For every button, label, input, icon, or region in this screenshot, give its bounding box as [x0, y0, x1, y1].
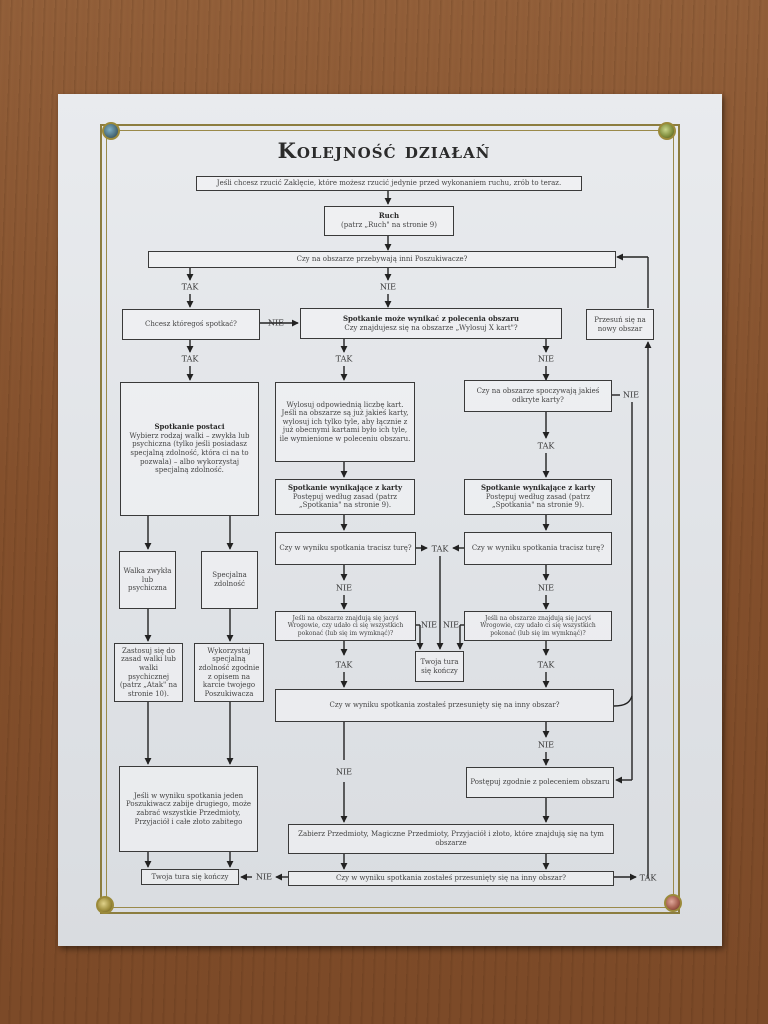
box-text: Czy w wyniku spotkania tracisz turę?	[471, 544, 605, 553]
special-ability-box: Specjalna zdolność	[201, 551, 258, 609]
want-encounter-box: Chcesz któregoś spotkać?	[122, 309, 260, 340]
decorative-frame	[100, 124, 680, 914]
no-label: NIE	[443, 620, 459, 630]
corner-gem-icon	[658, 122, 676, 140]
face-up-cards-box: Czy na obszarze spoczywają jakieś odkryt…	[464, 380, 612, 412]
box-title: Spotkanie postaci	[154, 422, 225, 432]
box-text: Czy w wyniku spotkania tracisz turę?	[279, 544, 412, 553]
lose-turn-left-box: Czy w wyniku spotkania tracisz turę?	[275, 532, 416, 565]
no-label: NIE	[336, 583, 352, 593]
other-investigators-box: Czy na obszarze przebywają inni Poszukiw…	[148, 251, 616, 268]
no-label: NIE	[421, 620, 437, 630]
box-text: Jeśli chcesz rzucić Zaklęcie, które może…	[216, 179, 562, 188]
box-text: Zabierz Przedmioty, Magiczne Przedmioty,…	[298, 830, 604, 847]
yes-label: TAK	[431, 544, 449, 554]
box-title: Spotkanie może wynikać z polecenia obsza…	[342, 313, 520, 323]
enemies-right-box: Jeśli na obszarze znajdują się jacyś Wro…	[464, 611, 612, 641]
box-text: Jeśli w wyniku spotkania jeden Poszukiwa…	[125, 791, 252, 826]
page-title: Kolejność działań	[277, 138, 491, 163]
yes-label: TAK	[537, 660, 555, 670]
corner-gem-icon	[96, 896, 114, 914]
no-label: NIE	[268, 318, 284, 328]
box-title: Spotkanie wynikające z karty	[287, 483, 403, 493]
box-text: Czy w wyniku spotkania zostałeś przesuni…	[329, 701, 560, 710]
no-label: NIE	[256, 872, 272, 882]
no-label: NIE	[538, 740, 554, 750]
box-text: Specjalna zdolność	[212, 571, 247, 588]
kill-investigator-box: Jeśli w wyniku spotkania jeden Poszukiwa…	[119, 766, 258, 852]
moved-other-area-final-box: Czy w wyniku spotkania zostałeś przesuni…	[288, 871, 614, 886]
box-text: Walka zwykła lub psychiczna	[123, 567, 172, 593]
use-ability-box: Wykorzystaj specjalną zdolność zgodnie z…	[194, 643, 264, 702]
box-text: Czy na obszarze przebywają inni Poszukiw…	[296, 255, 468, 264]
box-title: Ruch	[378, 211, 400, 221]
yes-label: TAK	[639, 873, 657, 883]
no-label: NIE	[623, 390, 639, 400]
box-text: Chcesz któregoś spotkać?	[145, 320, 237, 329]
box-text: Jeśli na obszarze znajdują się jacyś Wro…	[287, 615, 404, 637]
apply-fight-box: Zastosuj się do zasad walki lub walki ps…	[114, 643, 183, 702]
decorative-frame-inner	[106, 130, 674, 908]
box-text: Wybierz rodzaj walki – zwykła lub psychi…	[129, 431, 250, 475]
follow-area-box: Postępuj zgodnie z poleceniem obszaru	[466, 767, 614, 798]
box-text: Twoja tura się kończy	[151, 872, 229, 881]
box-text: Wylosuj odpowiednią liczbę kart. Jeśli n…	[279, 400, 411, 443]
box-text: Czy znajdujesz się na obszarze „Wylosuj …	[344, 323, 518, 332]
turn-ends-middle-box: Twoja tura się kończy	[415, 651, 464, 682]
no-label: NIE	[538, 583, 554, 593]
move-box: Ruch(patrz „Ruch" na stronie 9)	[324, 206, 454, 236]
take-items-box: Zabierz Przedmioty, Magiczne Przedmioty,…	[288, 824, 614, 854]
move-new-area-box: Przesuń się na nowy obszar	[586, 309, 654, 340]
box-text: Przesuń się na nowy obszar	[594, 315, 646, 333]
corner-gem-icon	[664, 894, 682, 912]
yes-label: TAK	[181, 282, 199, 292]
box-text: (patrz „Ruch" na stronie 9)	[341, 221, 437, 229]
turn-ends-box: Twoja tura się kończy	[141, 869, 239, 885]
box-text: Czy na obszarze spoczywają jakieś odkryt…	[476, 387, 600, 404]
box-text: Czy w wyniku spotkania zostałeś przesuni…	[336, 874, 566, 883]
box-text: Zastosuj się do zasad walki lub walki ps…	[119, 646, 178, 698]
enemies-left-box: Jeśli na obszarze znajdują się jacyś Wro…	[275, 611, 416, 641]
yes-label: TAK	[335, 354, 353, 364]
fight-normal-box: Walka zwykła lub psychiczna	[119, 551, 176, 609]
box-text: Jeśli na obszarze znajdują się jacyś Wro…	[480, 615, 596, 637]
moved-other-area-box: Czy w wyniku spotkania zostałeś przesuni…	[275, 689, 614, 722]
yes-label: TAK	[181, 354, 199, 364]
corner-gem-icon	[102, 122, 120, 140]
draw-cards-box: Wylosuj odpowiednią liczbę kart. Jeśli n…	[275, 382, 415, 462]
yes-label: TAK	[335, 660, 353, 670]
yes-label: TAK	[537, 441, 555, 451]
pre-move-spell-box: Jeśli chcesz rzucić Zaklęcie, które może…	[196, 176, 582, 191]
no-label: NIE	[336, 767, 352, 777]
box-text: Wykorzystaj specjalną zdolność zgodnie z…	[198, 646, 260, 698]
no-label: NIE	[538, 354, 554, 364]
box-text: Postępuj według zasad (patrz „Spotkania"…	[485, 492, 591, 510]
no-label: NIE	[380, 282, 396, 292]
box-title: Spotkanie wynikające z karty	[480, 483, 596, 493]
area-encounter-box: Spotkanie może wynikać z polecenia obsza…	[300, 308, 562, 339]
box-text: Postępuj według zasad (patrz „Spotkania"…	[292, 492, 398, 510]
lose-turn-right-box: Czy w wyniku spotkania tracisz turę?	[464, 532, 612, 565]
box-text: Postępuj zgodnie z poleceniem obszaru	[470, 778, 610, 787]
box-text: Twoja tura się kończy	[420, 657, 459, 675]
